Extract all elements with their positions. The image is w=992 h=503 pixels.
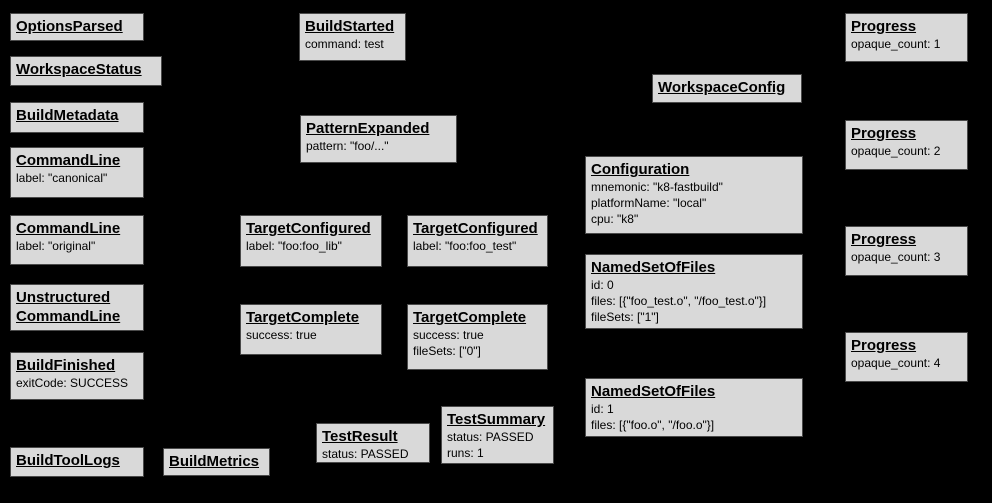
node-details: label: "original": [16, 239, 96, 253]
node-details: mnemonic: "k8-fastbuild" platformName: "…: [591, 180, 723, 226]
node-title: OptionsParsed: [16, 18, 123, 35]
event-build-finished: BuildFinished exitCode: SUCCESS: [10, 352, 144, 400]
event-test-summary: TestSummary status: PASSED runs: 1: [441, 406, 554, 464]
event-command-line-original: CommandLine label: "original": [10, 215, 144, 265]
node-title: PatternExpanded: [306, 120, 430, 137]
event-options-parsed: OptionsParsed: [10, 13, 144, 41]
event-progress-2: Progress opaque_count: 2: [845, 120, 968, 170]
node-details: success: true fileSets: ["0"]: [413, 328, 484, 358]
node-title: TargetComplete: [413, 309, 527, 326]
node-title: Progress: [851, 231, 917, 248]
node-title: NamedSetOfFiles: [591, 383, 716, 400]
event-target-configured-foo-lib: TargetConfigured label: "foo:foo_lib": [240, 215, 382, 267]
event-workspace-config: WorkspaceConfig: [652, 74, 802, 103]
event-build-metrics: BuildMetrics: [163, 448, 270, 476]
node-title: WorkspaceStatus: [16, 61, 142, 78]
node-title: CommandLine: [16, 152, 121, 169]
node-details: exitCode: SUCCESS: [16, 376, 129, 390]
node-details: opaque_count: 1: [851, 37, 941, 51]
node-details: pattern: "foo/...": [306, 139, 389, 153]
node-title: TargetComplete: [246, 309, 360, 326]
event-progress-4: Progress opaque_count: 4: [845, 332, 968, 382]
node-title: Unstructured CommandLine: [16, 289, 121, 325]
node-title: Progress: [851, 125, 917, 142]
event-target-complete-foo-test: TargetComplete success: true fileSets: […: [407, 304, 548, 370]
node-title: Configuration: [591, 161, 690, 178]
event-configuration: Configuration mnemonic: "k8-fastbuild" p…: [585, 156, 803, 234]
node-title: BuildMetrics: [169, 453, 260, 470]
node-details: label: "canonical": [16, 171, 108, 185]
node-title: TargetConfigured: [413, 220, 538, 237]
node-title: CommandLine: [16, 220, 121, 237]
node-details: id: 1 files: [{"foo.o", "/foo.o"}]: [591, 402, 715, 432]
event-progress-1: Progress opaque_count: 1: [845, 13, 968, 62]
node-details: success: true: [246, 328, 317, 342]
node-details: status: PASSED: [322, 447, 409, 461]
event-test-result: TestResult status: PASSED: [316, 423, 430, 463]
node-title: Progress: [851, 337, 917, 354]
node-title: BuildMetadata: [16, 107, 119, 124]
event-unstructured-command-line: Unstructured CommandLine: [10, 284, 144, 331]
event-named-set-of-files-0: NamedSetOfFiles id: 0 files: [{"foo_test…: [585, 254, 803, 329]
node-title: Progress: [851, 18, 917, 35]
node-details: opaque_count: 2: [851, 144, 941, 158]
event-build-metadata: BuildMetadata: [10, 102, 144, 133]
event-command-line-canonical: CommandLine label: "canonical": [10, 147, 144, 198]
event-target-configured-foo-test: TargetConfigured label: "foo:foo_test": [407, 215, 548, 267]
node-details: id: 0 files: [{"foo_test.o", "/foo_test.…: [591, 278, 767, 324]
node-title: TestSummary: [447, 411, 546, 428]
event-workspace-status: WorkspaceStatus: [10, 56, 162, 86]
node-title: TargetConfigured: [246, 220, 371, 237]
node-title: TestResult: [322, 428, 398, 445]
node-title: BuildToolLogs: [16, 452, 120, 469]
node-details: opaque_count: 4: [851, 356, 941, 370]
event-build-tool-logs: BuildToolLogs: [10, 447, 144, 477]
event-build-started: BuildStarted command: test: [299, 13, 406, 61]
event-pattern-expanded: PatternExpanded pattern: "foo/...": [300, 115, 457, 163]
event-named-set-of-files-1: NamedSetOfFiles id: 1 files: [{"foo.o", …: [585, 378, 803, 437]
node-details: opaque_count: 3: [851, 250, 941, 264]
node-title: NamedSetOfFiles: [591, 259, 716, 276]
node-details: label: "foo:foo_lib": [246, 239, 342, 253]
node-details: label: "foo:foo_test": [413, 239, 517, 253]
node-title: BuildStarted: [305, 18, 395, 35]
node-details: command: test: [305, 37, 384, 51]
event-progress-3: Progress opaque_count: 3: [845, 226, 968, 276]
event-target-complete-foo-lib: TargetComplete success: true: [240, 304, 382, 355]
node-title: WorkspaceConfig: [658, 79, 786, 96]
node-details: status: PASSED runs: 1: [447, 430, 534, 460]
node-title: BuildFinished: [16, 357, 116, 374]
